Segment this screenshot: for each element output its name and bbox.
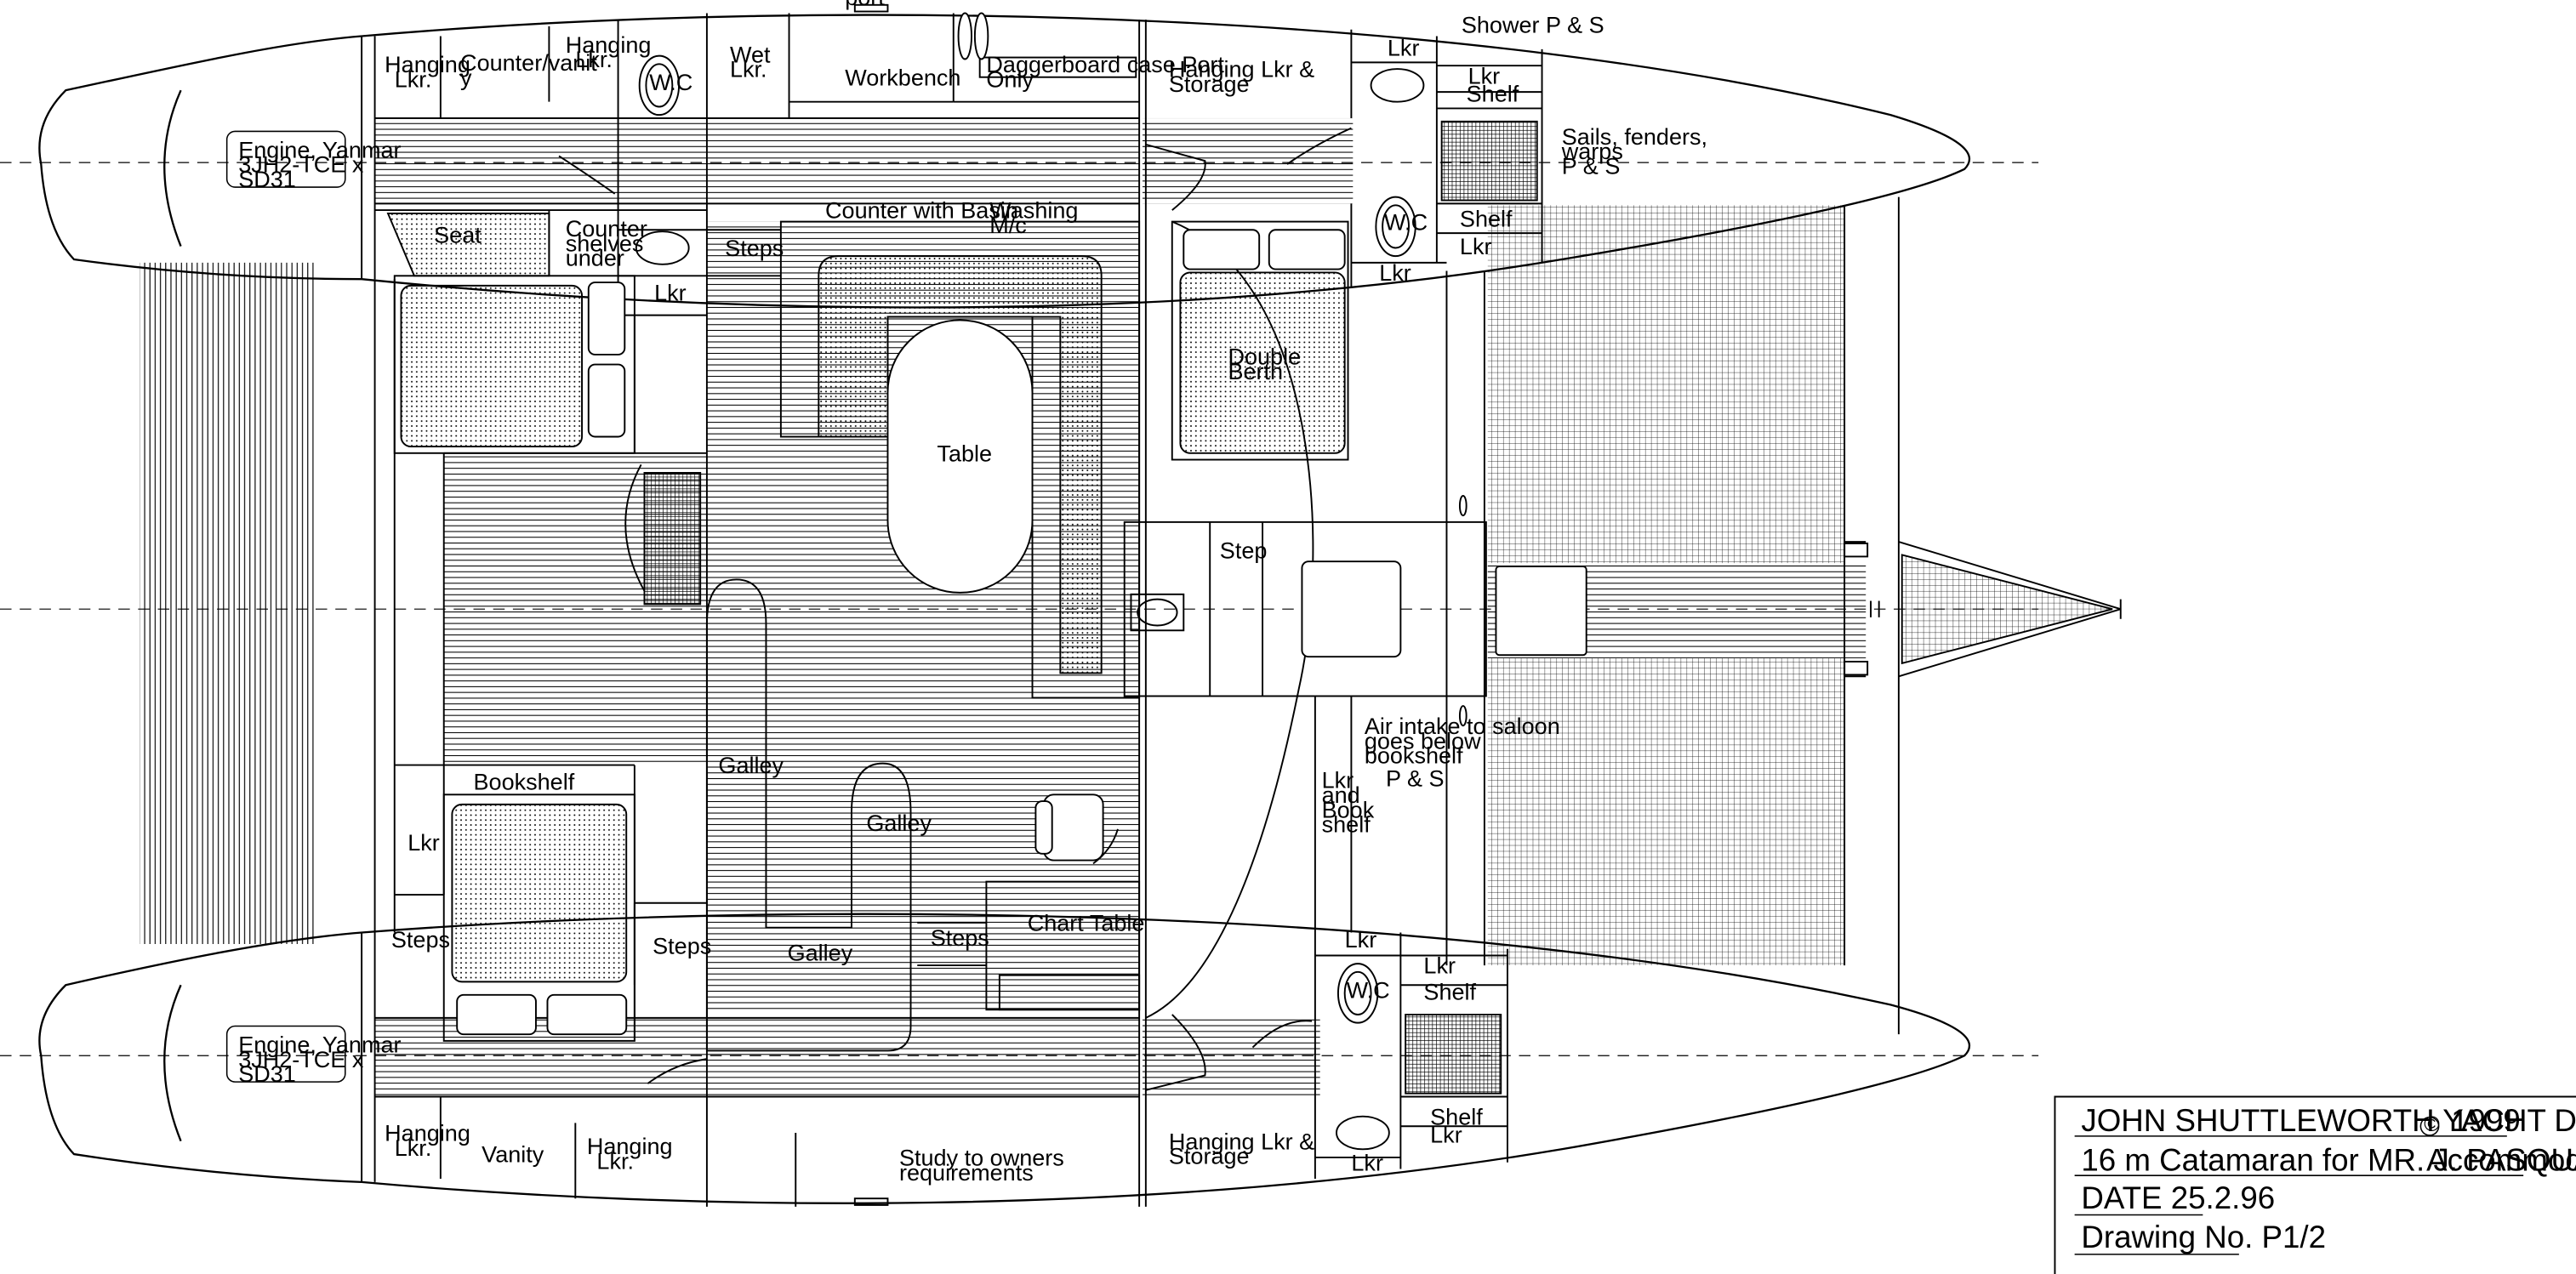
label-lkr-left: Lkr [407,830,440,856]
label-counter-basin: Counter with Basin [825,198,1018,224]
label-vanity: Vanity [482,1142,544,1168]
label-steps-4: Steps [931,925,989,951]
label-wc-2: W.C [1384,209,1428,235]
label-galley-2: Galley [866,810,932,836]
title-year: 1999 [2451,1103,2521,1138]
label-lkr-top-1: Lkr [1388,36,1420,61]
label-steps-1: Steps [725,236,784,261]
label-steps-2: Steps [391,927,450,953]
title-copyright: © [2424,1112,2440,1136]
label-table: Table [937,441,992,466]
label-shower: Shower P & S [1462,13,1604,38]
label-shelf-top-1: Shelf [1467,82,1519,107]
label-lkr-bot-2: Lkr [1423,953,1456,979]
hatches [643,120,2113,1095]
label-lkr-bot-4: Lkr [1351,1150,1383,1175]
label-steps-3: Steps [653,934,711,959]
label-shelf-top-2: Shelf [1460,206,1513,231]
label-lkr-top-4: Lkr [1379,260,1411,286]
galley-counters [705,578,912,1052]
title-date: DATE 25.2.96 [2081,1180,2275,1215]
label-lkr-top-3: Lkr [1460,234,1492,259]
label-wc-3: W.C [1347,978,1390,1004]
label-hanging-storage-bot: Hanging Lkr &Storage [1169,1129,1314,1169]
label-shelf-bot-1: Shelf [1423,980,1476,1005]
berths [386,212,1349,1042]
label-galley-1: Galley [718,753,784,778]
label-ps-mid: P & S [1386,766,1445,792]
title-drawing-number: Drawing No. P1/2 [2081,1220,2326,1254]
label-galley-3: Galley [788,940,853,965]
centrelines [0,162,2039,1056]
label-lkr-bot-3: Lkr [1430,1123,1462,1148]
trampoline-net [1487,205,1845,966]
label-bookshelf: Bookshelf [474,770,575,795]
label-chart-table: Chart Table [1028,911,1145,936]
label-workbench: Workbench [845,65,960,90]
label-step: Step [1220,537,1268,563]
copyright-icon [2419,1116,2440,1136]
bridgedeck-net-aft [140,262,316,944]
label-lkr-bot-1: Lkr [1345,927,1377,953]
label-lkr-top-2: Lkr [1468,63,1501,88]
title-project: 16 m Catamaran for MR. J. PASQUALE [2081,1142,2576,1177]
label-port-top: port [845,0,885,10]
label-seat: Seat [434,223,482,248]
saloon-structure [361,3,2122,1207]
fixtures [635,12,1468,1151]
label-hanging-storage-top: Hanging Lkr &Storage [1169,57,1314,97]
title-block: JOHN SHUTTLEWORTH YACHT DESIGNS LTD © 19… [2054,1095,2576,1274]
label-wc-1: W.C [649,70,692,95]
title-sheet: Accommodation [2426,1142,2576,1177]
title-company: JOHN SHUTTLEWORTH YACHT DESIGNS LTD [2081,1103,2576,1138]
label-shelf-bot-2: Shelf [1430,1104,1483,1129]
saloon-counter [779,220,1141,699]
label-lkr-mid: Lkr [654,280,687,305]
